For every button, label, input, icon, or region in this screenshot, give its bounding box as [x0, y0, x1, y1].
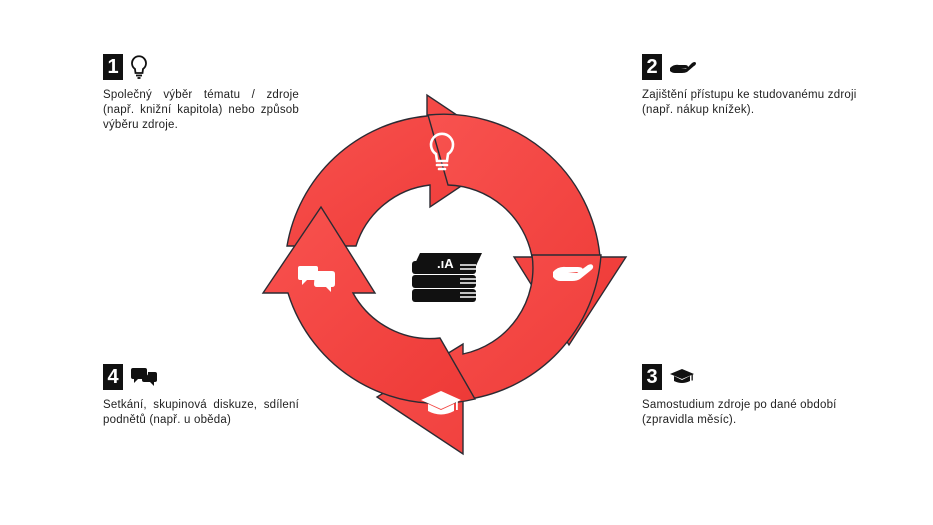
step-3: 3 Samostudium zdroje po dané období (zpr…: [642, 364, 872, 428]
step-description: Setkání, skupinová diskuze, sdílení podn…: [103, 399, 299, 426]
lightbulb-icon: [429, 132, 455, 171]
step-description: Společný výběr tématu / zdroje (např. kn…: [103, 89, 299, 131]
step-number: 2: [642, 54, 662, 80]
step-1-header: 1: [103, 54, 299, 80]
chat-bubbles-icon: [298, 266, 335, 292]
step-number: 1: [103, 54, 123, 80]
chat-bubbles-icon: [131, 368, 157, 386]
graduation-cap-icon: [421, 391, 461, 415]
books-logo-mark: .ıA: [437, 256, 454, 271]
step-description: Samostudium zdroje po dané období (zprav…: [642, 399, 837, 426]
cycle-arrow-4: [261, 205, 477, 405]
books-stack-icon: .ıA: [412, 253, 482, 302]
step-3-header: 3: [642, 364, 872, 390]
step-description: Zajištění přístupu ke studovanému zdroji…: [642, 89, 857, 116]
lightbulb-icon: [131, 55, 147, 79]
step-number: 4: [103, 364, 123, 390]
step-2-header: 2: [642, 54, 872, 80]
hand-icon: [553, 264, 594, 281]
step-1: 1 Společný výběr tématu / zdroje (např. …: [103, 54, 299, 133]
hand-icon: [670, 60, 696, 74]
step-number: 3: [642, 364, 662, 390]
step-2: 2 Zajištění přístupu ke studovanému zdro…: [642, 54, 872, 118]
step-4: 4 Setkání, skupinová diskuze, sdílení po…: [103, 364, 299, 428]
graduation-cap-icon: [670, 369, 694, 385]
step-4-header: 4: [103, 364, 299, 390]
